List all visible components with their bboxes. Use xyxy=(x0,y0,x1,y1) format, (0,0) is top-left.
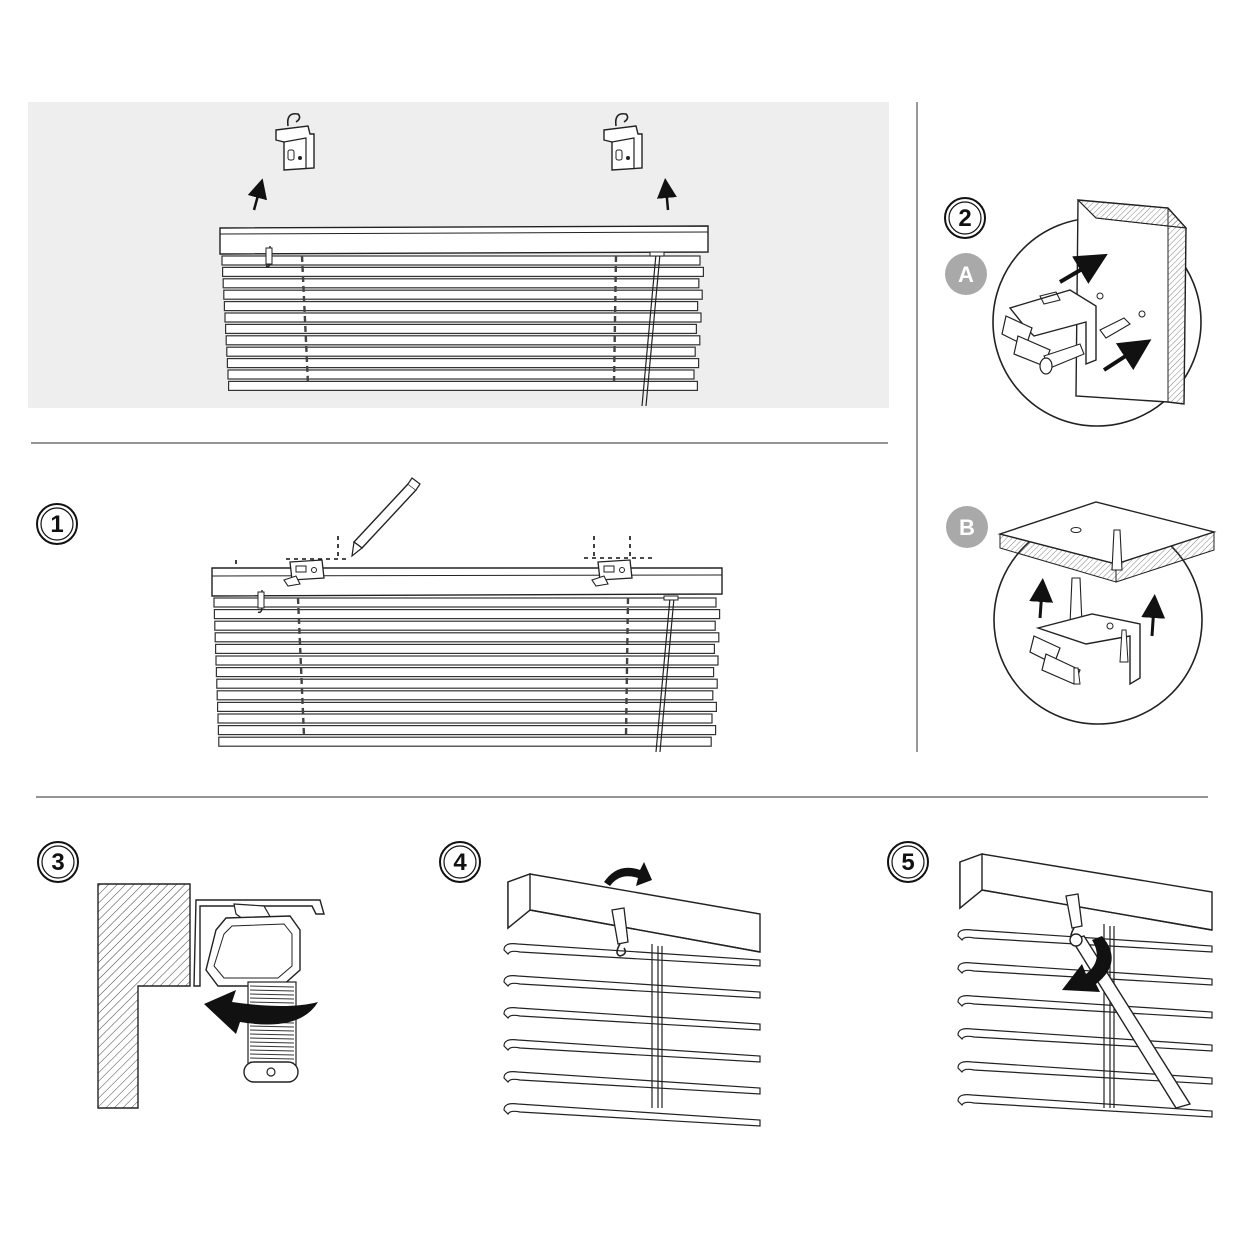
slat xyxy=(503,1039,761,1063)
slat xyxy=(216,690,714,701)
slat xyxy=(215,655,719,666)
stacked-slat xyxy=(249,1057,295,1060)
stacked-slat xyxy=(249,997,295,1000)
slat xyxy=(225,323,697,334)
lift-arrow-right-icon xyxy=(656,178,677,211)
step-4: 4 xyxy=(439,841,761,1127)
headrail-profile xyxy=(193,899,325,987)
slat xyxy=(217,713,713,724)
slat xyxy=(957,1061,1213,1085)
slat xyxy=(214,620,716,631)
slat xyxy=(224,312,702,323)
step-2-badge: 2 xyxy=(944,197,986,239)
step-2-number: 2 xyxy=(958,205,971,232)
step-4-number: 4 xyxy=(453,849,467,876)
step-1-badge: 1 xyxy=(36,503,78,545)
stacked-slat xyxy=(249,1033,295,1036)
slat xyxy=(214,632,720,643)
substep-a-label: A xyxy=(958,262,974,287)
slat xyxy=(503,975,761,999)
slat xyxy=(216,678,718,689)
slat xyxy=(223,301,699,312)
wand xyxy=(1070,935,1192,1109)
slat xyxy=(957,1094,1213,1118)
clip-wand-arrow-icon xyxy=(1062,936,1112,992)
step-3: 3 xyxy=(37,841,325,1109)
slat xyxy=(503,1071,761,1095)
step-5-number: 5 xyxy=(901,849,914,876)
ceiling-mount-detail xyxy=(993,501,1217,725)
step-5-badge: 5 xyxy=(887,841,929,883)
lift-arrow-left-icon xyxy=(247,178,268,211)
slat xyxy=(213,597,717,608)
slat xyxy=(213,608,721,620)
slat-stack xyxy=(243,981,299,1083)
slat xyxy=(221,255,701,266)
slat xyxy=(217,701,717,713)
turn-arrow-icon xyxy=(604,862,652,886)
stacked-slat xyxy=(249,1053,295,1056)
pencil-icon xyxy=(351,477,421,558)
bracket-right-icon xyxy=(603,112,643,171)
step-1-number: 1 xyxy=(50,511,63,538)
slat xyxy=(222,278,700,289)
mark-lines xyxy=(235,536,654,566)
wall-section xyxy=(97,883,191,1109)
push-arrow-right-icon xyxy=(1141,594,1166,637)
slat xyxy=(217,724,717,736)
slat xyxy=(957,1028,1213,1052)
stacked-slat xyxy=(249,993,295,996)
slat xyxy=(503,1007,761,1031)
step-1: 1 xyxy=(36,477,723,753)
slat xyxy=(215,666,715,678)
stacked-slat xyxy=(249,1037,295,1040)
stacked-slat xyxy=(249,989,295,992)
step-4-badge: 4 xyxy=(439,841,481,883)
stacked-slat xyxy=(249,1049,295,1052)
bracket-left-icon xyxy=(275,112,315,171)
stacked-slat xyxy=(249,1041,295,1044)
push-arrow-left-icon xyxy=(1029,578,1054,619)
overview-panel xyxy=(28,102,889,408)
step-5: 5 xyxy=(887,841,1213,1118)
slat xyxy=(503,1103,761,1127)
wall-mount-detail xyxy=(992,199,1202,427)
slat xyxy=(226,358,700,369)
slat xyxy=(218,736,712,747)
substep-a-badge: A xyxy=(945,253,987,295)
stacked-slat xyxy=(249,1001,295,1004)
push-arrow-lower-icon xyxy=(1102,339,1152,372)
slat xyxy=(215,643,715,655)
stacked-slat xyxy=(249,985,295,988)
bracket-mounted-left-icon xyxy=(283,559,325,587)
slat xyxy=(227,369,695,380)
step-3-badge: 3 xyxy=(37,841,79,883)
slat xyxy=(225,335,701,346)
slat xyxy=(223,289,703,300)
blind-overview xyxy=(219,225,709,407)
stacked-slat xyxy=(249,1025,295,1028)
headrail-closeup xyxy=(503,873,761,1127)
slat xyxy=(228,380,698,391)
slat xyxy=(957,995,1213,1019)
slat xyxy=(503,943,761,967)
stacked-slat xyxy=(249,1029,295,1032)
push-arrow-upper-icon xyxy=(1058,253,1108,284)
rotate-arrow-icon xyxy=(204,990,318,1034)
blind-mounting xyxy=(211,567,723,753)
substep-b-badge: B xyxy=(946,506,988,548)
stacked-slat xyxy=(249,1045,295,1048)
slat xyxy=(226,346,696,357)
substep-b-label: B xyxy=(959,515,975,540)
bracket-mounted-right-icon xyxy=(591,559,633,587)
step-2: 2 A xyxy=(944,197,1217,725)
step-3-number: 3 xyxy=(51,849,64,876)
slat xyxy=(222,266,704,277)
